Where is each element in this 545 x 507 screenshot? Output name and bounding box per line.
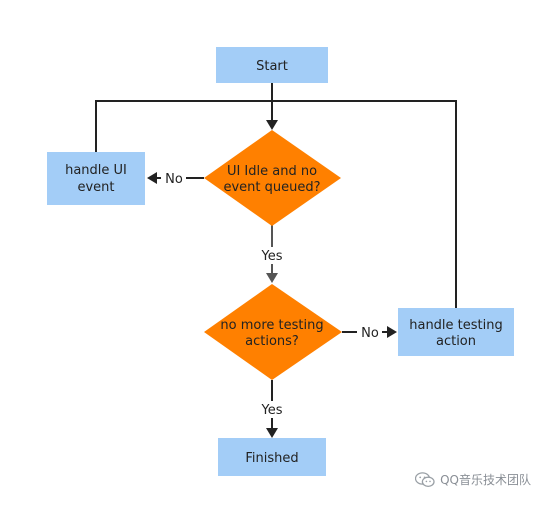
edge-label-no-more-no: No bbox=[361, 326, 379, 341]
handle-testing-label-line2: action bbox=[436, 334, 476, 349]
arrowhead bbox=[266, 120, 278, 130]
handle-ui-event-node: handle UI event bbox=[47, 152, 145, 205]
start-node: Start bbox=[216, 47, 328, 83]
no-more-actions-decision: no more testing actions? bbox=[204, 284, 342, 380]
handle-testing-label-line1: handle testing bbox=[409, 318, 503, 333]
edge-handle-testing-loop bbox=[272, 100, 457, 308]
wechat-icon bbox=[415, 471, 435, 488]
no-more-label-line2: actions? bbox=[245, 334, 299, 349]
edge-label-ui-idle-no: No bbox=[165, 172, 183, 187]
edge-label-no-more-yes: Yes bbox=[261, 403, 283, 418]
edge-labels: No Yes No Yes bbox=[161, 170, 382, 418]
arrowhead bbox=[266, 273, 278, 283]
handle-testing-action-node: handle testing action bbox=[398, 308, 514, 356]
arrowhead bbox=[387, 326, 397, 338]
watermark: QQ音乐技术团队 bbox=[415, 471, 531, 488]
finished-node: Finished bbox=[218, 438, 326, 476]
arrowhead bbox=[266, 428, 278, 438]
finished-label: Finished bbox=[245, 451, 298, 466]
handle-ui-event-label-line2: event bbox=[77, 180, 114, 195]
handle-ui-event-label-line1: handle UI bbox=[65, 163, 127, 178]
start-label: Start bbox=[256, 59, 288, 74]
no-more-label-line1: no more testing bbox=[220, 318, 323, 333]
ui-idle-decision: UI Idle and no event queued? bbox=[204, 130, 341, 226]
watermark-text: QQ音乐技术团队 bbox=[440, 473, 531, 487]
ui-idle-label-line2: event queued? bbox=[223, 180, 320, 195]
edge-label-ui-idle-yes: Yes bbox=[261, 249, 283, 264]
ui-idle-label-line1: UI Idle and no bbox=[227, 164, 317, 179]
arrowhead bbox=[147, 172, 157, 184]
edge-handle-ui-loop bbox=[95, 100, 272, 152]
